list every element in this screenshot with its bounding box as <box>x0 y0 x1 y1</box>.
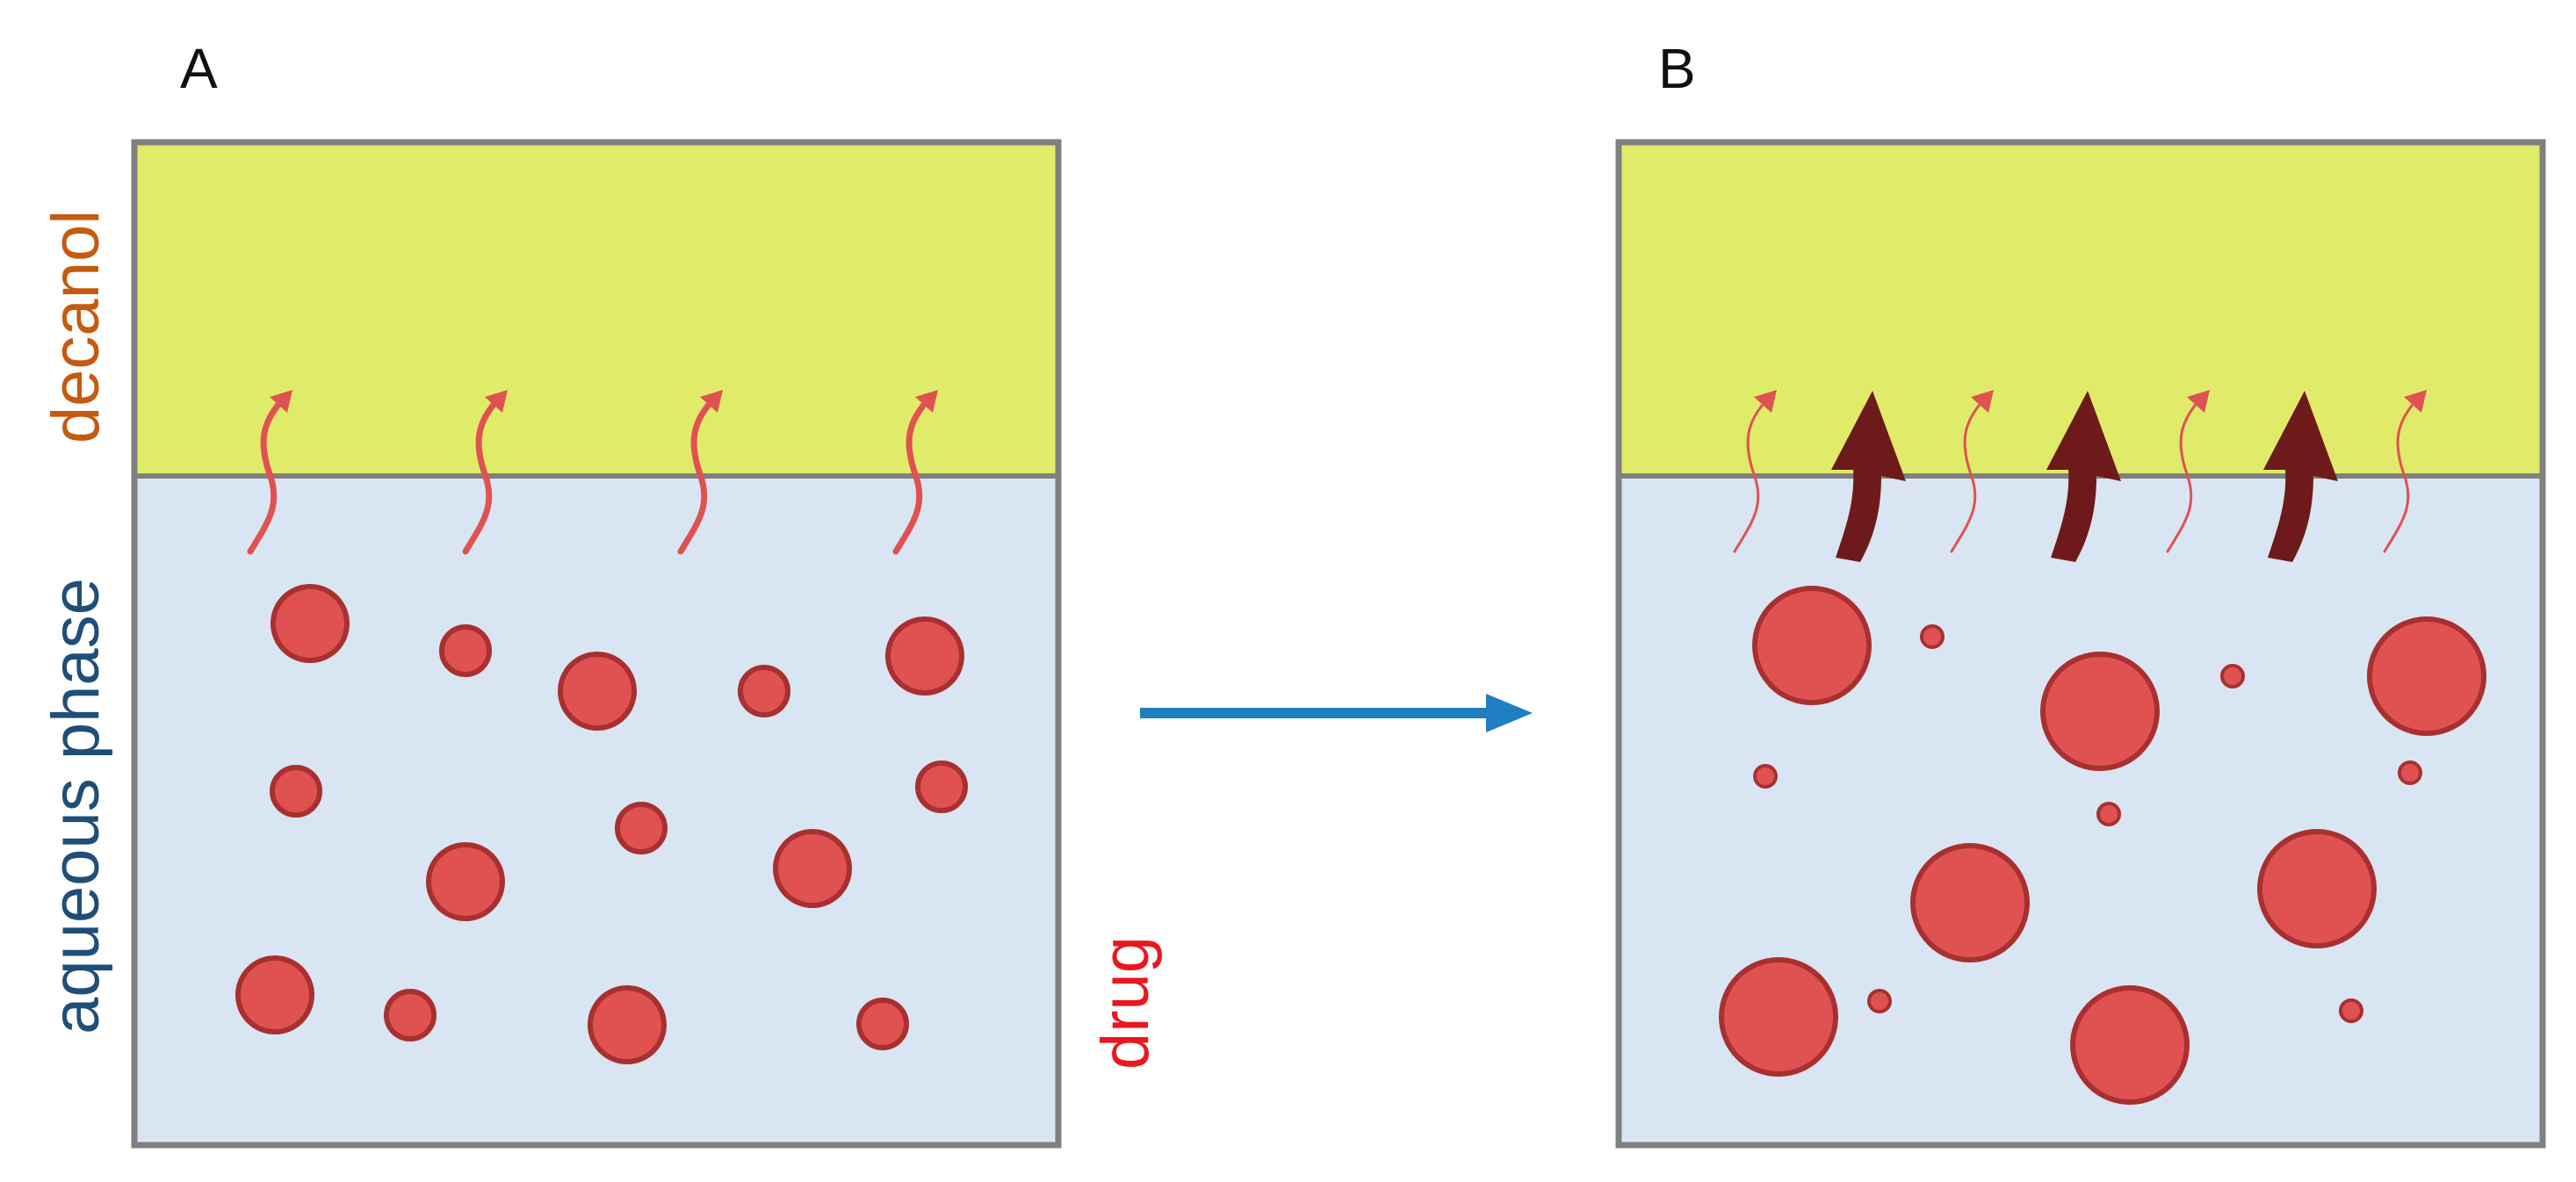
drug-molecule <box>915 760 968 813</box>
drug-molecules-a <box>235 584 968 1064</box>
diffusion-arrow <box>2166 395 2204 553</box>
drug-molecule <box>2367 616 2486 736</box>
panel-a <box>131 139 1062 1149</box>
drug-molecule <box>1867 989 1892 1013</box>
drug-molecule <box>856 998 909 1050</box>
drug-molecule <box>235 955 314 1034</box>
drug-molecule <box>1719 957 1838 1077</box>
drug-molecule <box>773 829 852 908</box>
drug-molecule <box>1753 764 1778 789</box>
panel-b-label: B <box>1658 37 1696 100</box>
diffusion-arrow <box>247 393 289 555</box>
diffusion-arrow-head <box>915 390 938 413</box>
drug-molecule <box>1920 624 1945 649</box>
diffusion-arrow-head <box>700 390 723 413</box>
diffusion-arrow <box>462 393 504 555</box>
decanol-label: decanol <box>39 210 113 443</box>
drug-molecule <box>270 765 322 818</box>
diffusion-arrow-head <box>2187 390 2210 413</box>
diffusion-arrow-head <box>2404 390 2427 413</box>
enhanced-diffusion-arrow <box>2046 391 2121 562</box>
drug-molecule <box>2070 985 2190 1105</box>
beaker-frame-b <box>1615 139 2546 1149</box>
drug-molecule <box>2257 829 2377 948</box>
diffusion-arrow <box>1950 395 1988 553</box>
drug-molecule <box>558 652 637 731</box>
beaker-frame-a <box>131 139 1062 1149</box>
diffusion-arrow <box>1733 395 1771 553</box>
diffusion-arrow <box>677 393 719 555</box>
drug-molecule <box>615 802 667 854</box>
drug-molecule <box>738 665 790 717</box>
drug-molecule <box>885 616 964 696</box>
diffusion-arrow <box>892 393 934 555</box>
drug-molecule <box>426 842 505 921</box>
enhanced-diffusion-arrow <box>1831 391 1906 562</box>
drug-molecule <box>1752 586 1872 705</box>
enhanced-diffusion-arrow <box>2263 391 2338 562</box>
diffusion-arrow-head <box>270 390 292 413</box>
aqueous-phase-label: aqueous phase <box>39 578 113 1034</box>
drug-molecule <box>2220 664 2245 688</box>
drug-molecule <box>2339 998 2363 1023</box>
panel-a-label: A <box>180 37 218 100</box>
drug-label: drug <box>1088 936 1163 1070</box>
diffusion-arrow-head <box>485 390 508 413</box>
drug-molecule <box>271 584 350 663</box>
drug-molecule <box>439 624 492 677</box>
drug-molecule <box>384 989 437 1041</box>
drug-molecule <box>2040 652 2160 771</box>
drug-molecules-b <box>1719 586 2486 1105</box>
diffusion-arrow-head <box>1754 390 1777 413</box>
diffusion-arrow <box>2383 395 2421 553</box>
partition-arrows-a <box>247 390 938 555</box>
drug-molecule <box>1910 843 2030 962</box>
transition-arrow <box>1140 694 1533 732</box>
diffusion-arrow-head <box>1971 390 1994 413</box>
drug-molecule <box>2096 802 2121 826</box>
drug-molecule <box>2398 760 2422 785</box>
decanol-layer-a <box>134 142 1058 476</box>
panel-b <box>1615 139 2546 1149</box>
drug-molecule <box>588 985 667 1064</box>
partition-arrows-b <box>1733 390 2427 562</box>
